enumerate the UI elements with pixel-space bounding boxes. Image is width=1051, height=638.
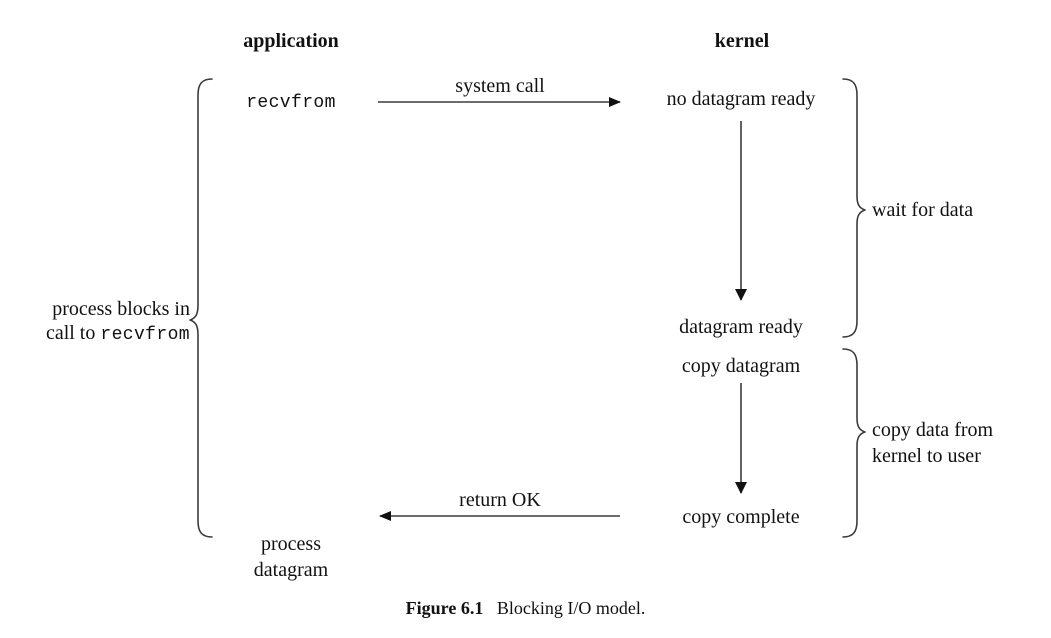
process-blocks-note-line2: call to recvfrom	[20, 321, 190, 347]
process-datagram-result: process datagram	[254, 532, 328, 583]
process-datagram-result-line2: datagram	[253, 558, 329, 581]
kernel-state-no-datagram-ready: no datagram ready	[666, 88, 816, 110]
column-header-kernel: kernel	[714, 30, 770, 52]
process-datagram-result-line1: process	[261, 533, 321, 555]
brace-label-copy-data: copy data from kernel to user	[872, 418, 993, 469]
figure-caption-label: Figure 6.1	[405, 598, 484, 618]
left-brace-process-blocks	[189, 78, 213, 538]
kernel-state-copy-datagram: copy datagram	[681, 355, 801, 377]
right-brace-copy-data	[842, 348, 866, 538]
brace-label-copy-data-line2: kernel to user	[872, 444, 981, 467]
application-call-recvfrom: recvfrom	[246, 93, 336, 113]
brace-label-copy-data-line1: copy data from	[872, 419, 994, 441]
arrow-label-return-ok: return OK	[459, 489, 541, 511]
brace-label-wait-for-data: wait for data	[872, 199, 974, 221]
kernel-state-copy-complete: copy complete	[682, 506, 800, 528]
process-blocks-note-line2-prefix: call to	[45, 322, 101, 345]
kernel-state-datagram-ready: datagram ready	[679, 316, 803, 338]
arrow-label-system-call: system call	[455, 75, 545, 97]
figure-caption-text: Blocking I/O model.	[496, 598, 646, 618]
process-blocks-note: process blocks in call to recvfrom	[20, 297, 190, 347]
right-brace-wait-for-data	[842, 78, 866, 338]
figure-caption: Figure 6.1 Blocking I/O model.	[0, 598, 1051, 619]
column-header-application: application	[243, 30, 339, 52]
process-blocks-note-line2-code: recvfrom	[100, 325, 190, 346]
process-blocks-note-line1: process blocks in	[52, 298, 190, 320]
